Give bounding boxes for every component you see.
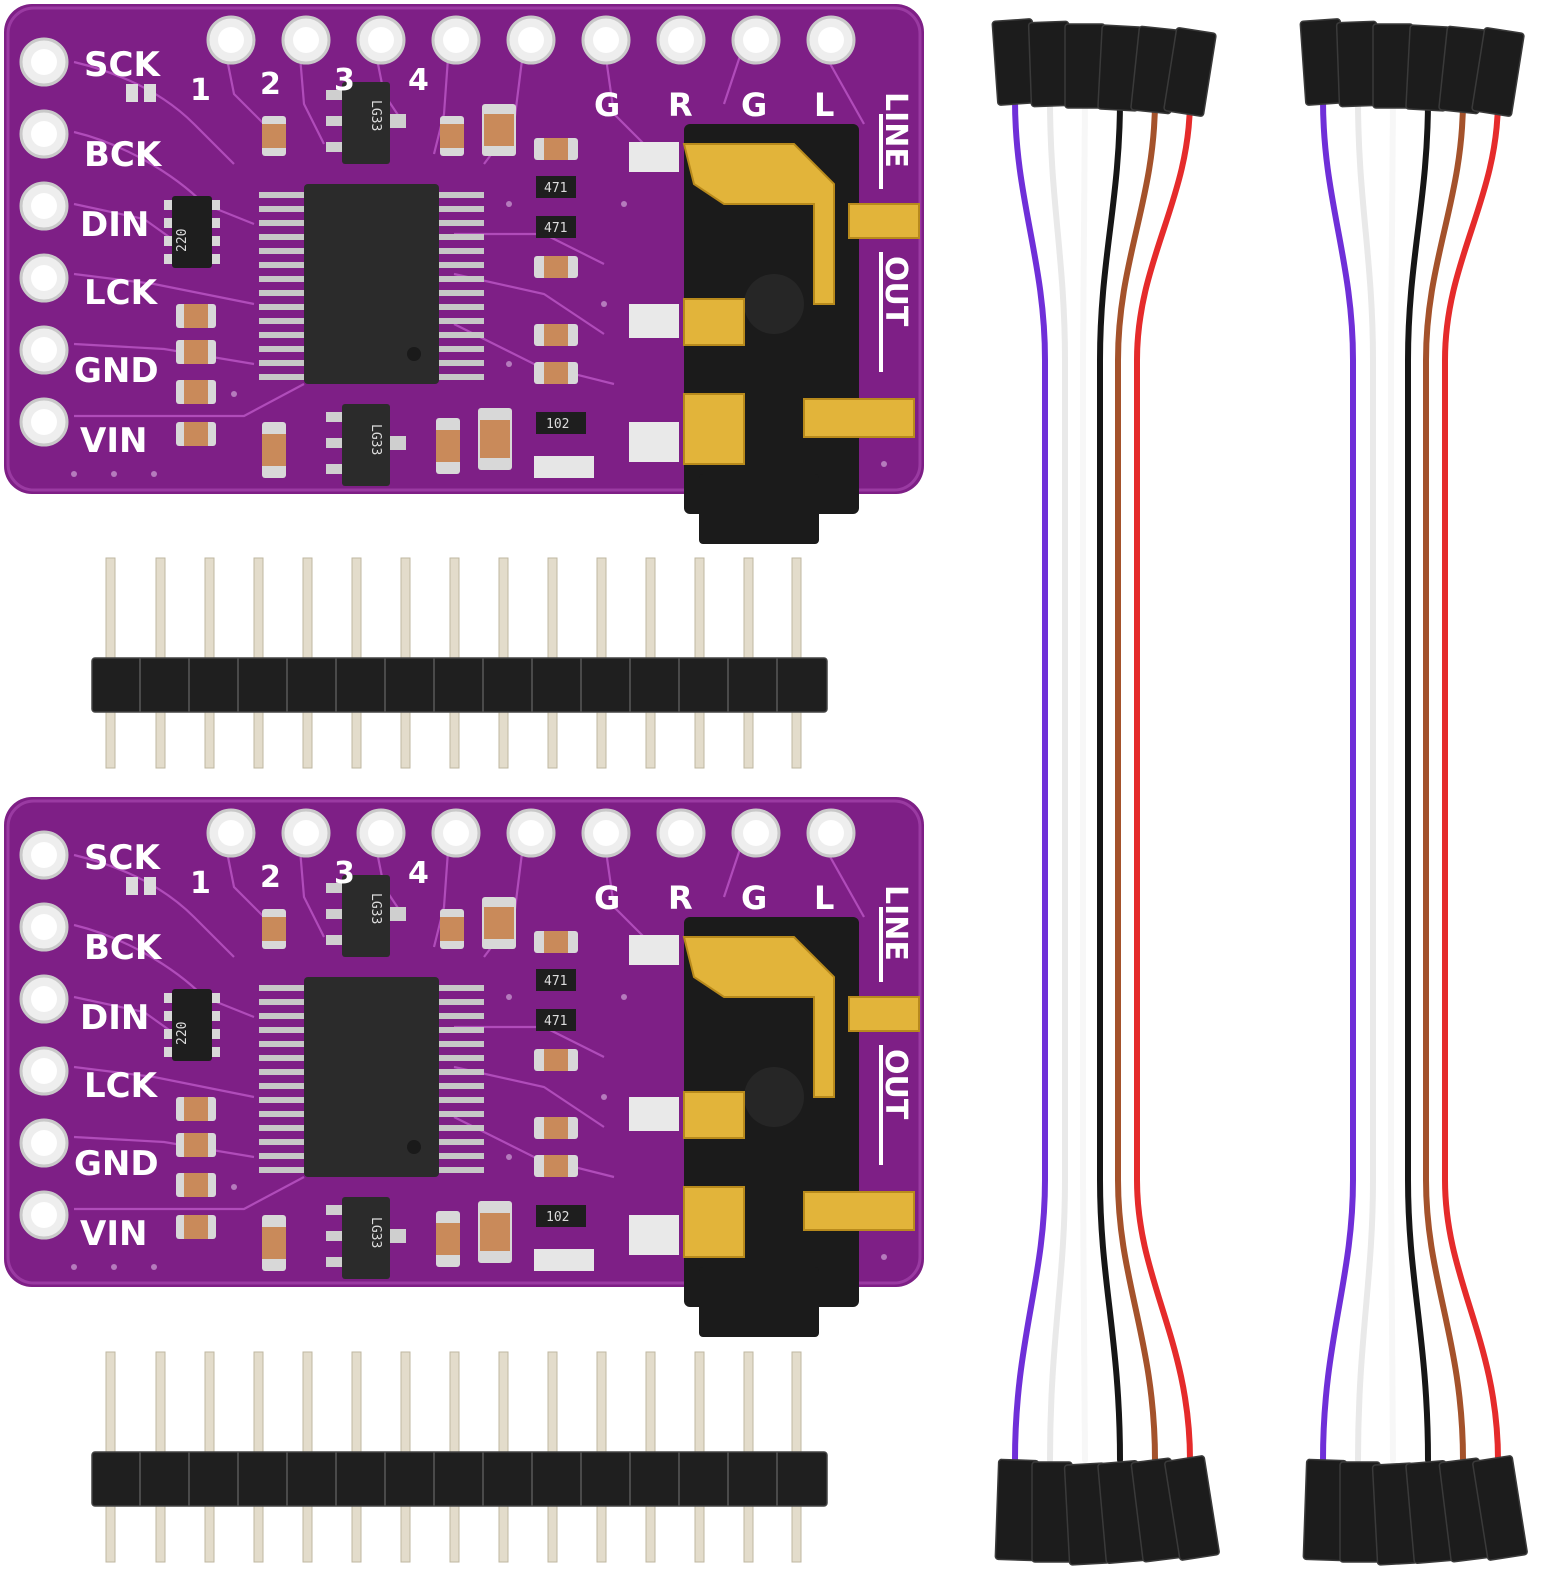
top-number-3: 3	[334, 856, 355, 891]
pin-label-gnd: GND	[74, 1144, 159, 1184]
jumper-cable-left	[992, 19, 1219, 1565]
top-number-1: 1	[190, 866, 211, 901]
jack-label-l: L	[814, 879, 834, 917]
jack-label-l: L	[814, 86, 834, 124]
side-label-line: LINE	[878, 92, 913, 168]
jack-label-r: R	[668, 879, 693, 917]
top-number-3: 3	[334, 63, 355, 98]
regulator-code-bottom: LG33	[368, 1217, 383, 1248]
pin-label-vin: VIN	[80, 421, 147, 461]
pin-label-gnd: GND	[74, 351, 159, 391]
pin-label-din: DIN	[80, 998, 149, 1038]
pcb-board-top: SCK BCK DIN LCK GND VIN 1 2 3 4 G R G L …	[2, 2, 926, 546]
top-number-4: 4	[408, 856, 429, 891]
top-number-4: 4	[408, 63, 429, 98]
pin-header-bottom	[91, 1351, 828, 1563]
top-number-2: 2	[260, 860, 281, 895]
side-label-out: OUT	[878, 1049, 913, 1120]
side-label-out: OUT	[878, 256, 913, 327]
pin-label-din: DIN	[80, 205, 149, 245]
jack-label-g1: G	[594, 86, 620, 124]
side-label-line: LINE	[878, 885, 913, 961]
pin-label-bck: BCK	[84, 928, 163, 968]
regulator-code-top: LG33	[368, 100, 383, 131]
pin-label-lck: LCK	[84, 273, 159, 313]
resistor-code-a: 471	[544, 974, 567, 989]
pin-label-lck: LCK	[84, 1066, 159, 1106]
jack-label-r: R	[668, 86, 693, 124]
resistor-code-c: 102	[546, 1210, 569, 1225]
regulator-code-bottom: LG33	[368, 424, 383, 455]
regulator-code-top: LG33	[368, 893, 383, 924]
pin-label-bck: BCK	[84, 135, 163, 175]
resistor-array-code: 220	[175, 1022, 190, 1045]
top-number-1: 1	[190, 73, 211, 108]
resistor-code-b: 471	[544, 1014, 567, 1029]
pin-header-top	[91, 557, 828, 769]
jumper-cable-right	[1300, 19, 1527, 1565]
resistor-array-code: 220	[175, 229, 190, 252]
pcb-board-bottom: SCK BCK DIN LCK GND VIN 1 2 3 4 G R G L …	[2, 795, 926, 1339]
jack-label-g2: G	[741, 86, 767, 124]
resistor-code-a: 471	[544, 181, 567, 196]
resistor-code-c: 102	[546, 417, 569, 432]
resistor-code-b: 471	[544, 221, 567, 236]
top-number-2: 2	[260, 67, 281, 102]
pin-label-sck: SCK	[84, 838, 161, 878]
jack-label-g1: G	[594, 879, 620, 917]
pin-label-sck: SCK	[84, 45, 161, 85]
jack-label-g2: G	[741, 879, 767, 917]
pin-label-vin: VIN	[80, 1214, 147, 1254]
